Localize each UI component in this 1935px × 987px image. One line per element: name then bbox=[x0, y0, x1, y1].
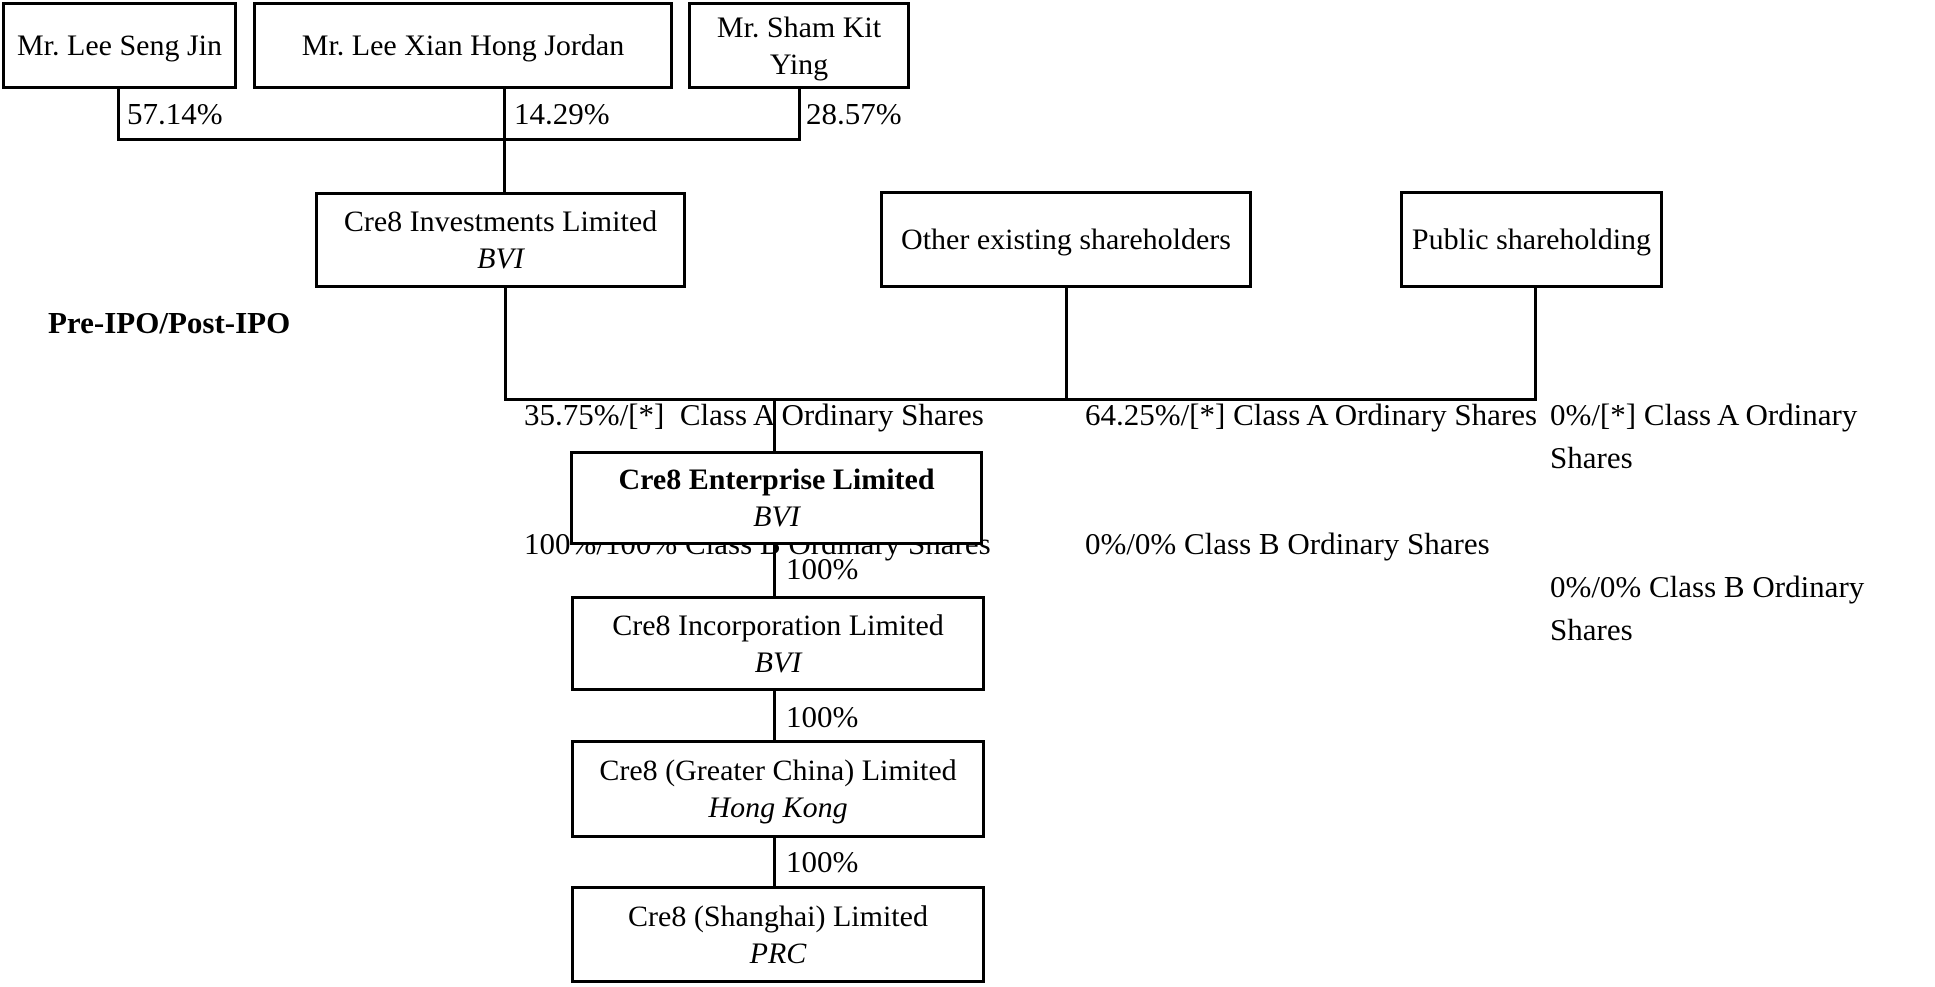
entity-name: Public shareholding bbox=[1411, 223, 1652, 256]
class-b-shares-label: 0%/0% Class B Ordinary Shares bbox=[1085, 526, 1490, 561]
entity-name: Cre8 (Shanghai) Limited bbox=[628, 899, 928, 933]
share-column-other-shareholders: 64.25%/[*] Class A Ordinary Shares 0%/0%… bbox=[1085, 307, 1537, 651]
entity-name: Cre8 Investments Limited bbox=[343, 205, 658, 238]
node-cre8-investments-limited: Cre8 Investments Limited BVI bbox=[315, 192, 686, 288]
connector-public-stub bbox=[1534, 288, 1537, 400]
person-name: Mr. Lee Xian Hong Jordan bbox=[301, 29, 625, 62]
connector-greater-china-to-shanghai bbox=[773, 838, 776, 886]
class-b-shares-label: 0%/0% Class B Ordinary Shares bbox=[1550, 569, 1873, 647]
person-name: Mr. Sham Kit Ying bbox=[716, 10, 882, 81]
node-other-existing-shareholders: Other existing shareholders bbox=[880, 191, 1252, 288]
person-name: Mr. Lee Seng Jin bbox=[17, 29, 222, 62]
ownership-label-person3: 28.57% bbox=[806, 96, 902, 131]
connector-person3-stub bbox=[798, 89, 801, 140]
class-a-shares-label: 35.75%/[*] Class A Ordinary Shares bbox=[524, 397, 984, 432]
node-mr-lee-seng-jin: Mr. Lee Seng Jin bbox=[2, 2, 237, 89]
ownership-label-person1: 57.14% bbox=[127, 96, 223, 131]
node-mr-sham-kit-ying: Mr. Sham Kit Ying bbox=[688, 2, 910, 89]
node-cre8-enterprise-limited: Cre8 Enterprise Limited BVI bbox=[570, 451, 983, 545]
entity-jurisdiction: Hong Kong bbox=[708, 791, 848, 824]
ownership-label-incorporation: 100% bbox=[786, 551, 859, 586]
node-cre8-greater-china-limited: Cre8 (Greater China) Limited Hong Kong bbox=[571, 740, 985, 838]
entity-jurisdiction: BVI bbox=[477, 242, 524, 275]
entity-jurisdiction: BVI bbox=[754, 645, 802, 679]
node-cre8-shanghai-limited: Cre8 (Shanghai) Limited PRC bbox=[571, 886, 985, 983]
entity-name: Cre8 (Greater China) Limited bbox=[599, 754, 957, 787]
class-a-shares-label: 0%/[*] Class A Ordinary Shares bbox=[1550, 397, 1866, 475]
ownership-label-person2: 14.29% bbox=[514, 96, 610, 131]
connector-ipo-bus bbox=[504, 398, 1537, 401]
node-public-shareholding: Public shareholding bbox=[1400, 191, 1663, 288]
connector-other-shareholders-stub bbox=[1065, 288, 1068, 400]
node-mr-lee-xian-hong-jordan: Mr. Lee Xian Hong Jordan bbox=[253, 2, 673, 89]
share-column-public: 0%/[*] Class A Ordinary Shares 0%/0% Cla… bbox=[1550, 307, 1935, 737]
connector-drop-to-enterprise bbox=[773, 400, 776, 451]
connector-person1-stub bbox=[117, 89, 120, 140]
entity-name: Cre8 Enterprise Limited bbox=[618, 463, 935, 496]
ownership-label-shanghai: 100% bbox=[786, 844, 859, 879]
entity-jurisdiction: PRC bbox=[749, 936, 807, 970]
connector-investments-stub bbox=[504, 288, 507, 400]
ownership-label-greater-china: 100% bbox=[786, 699, 859, 734]
connector-persons-bus bbox=[117, 138, 801, 141]
entity-jurisdiction: BVI bbox=[753, 500, 800, 533]
connector-enterprise-to-incorporation bbox=[773, 545, 776, 596]
entity-name: Cre8 Incorporation Limited bbox=[612, 608, 944, 642]
class-a-shares-label: 64.25%/[*] Class A Ordinary Shares bbox=[1085, 397, 1538, 432]
entity-name: Other existing shareholders bbox=[901, 223, 1231, 256]
section-label-pre-ipo-post-ipo: Pre-IPO/Post-IPO bbox=[48, 305, 291, 340]
node-cre8-incorporation-limited: Cre8 Incorporation Limited BVI bbox=[571, 596, 985, 691]
connector-incorporation-to-greater-china bbox=[773, 691, 776, 740]
